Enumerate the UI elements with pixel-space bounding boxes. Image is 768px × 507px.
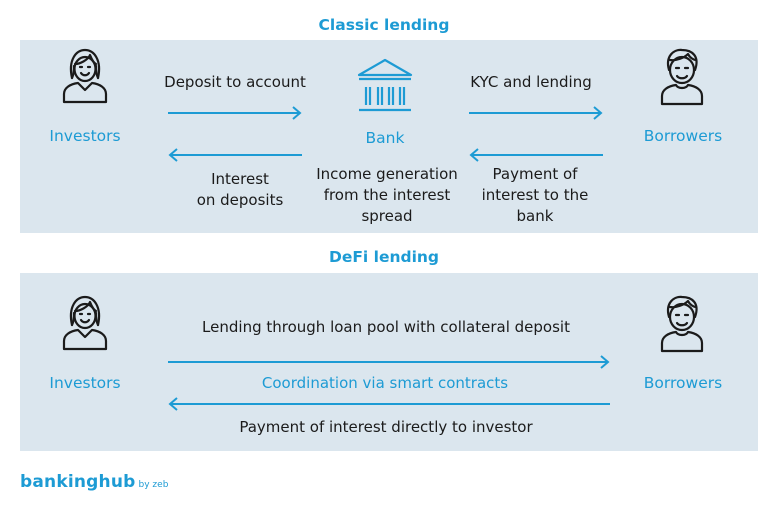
payment-interest-bank-line-2: interest to the [481, 186, 589, 204]
payment-directly-investor-label: Payment of interest directly to investor [239, 418, 533, 436]
kyc-and-lending-label: KYC and lending [470, 73, 592, 91]
classic-lending-panel: Investors Bank Borrowers Deposi [20, 40, 758, 233]
bank-icon [356, 57, 414, 113]
income-generation-line-2: from the interest [323, 186, 451, 204]
income-generation-label: Income generation from the interest spre… [302, 164, 472, 227]
investor-icon [58, 46, 112, 104]
lending-pool-arrow-icon [168, 355, 610, 369]
defi-borrowers-label: Borrowers [643, 374, 723, 392]
brand-name: bankinghub [20, 472, 136, 492]
defi-borrower-icon [654, 293, 710, 353]
payment-interest-bank-label: Payment of interest to the bank [460, 164, 610, 227]
payment-interest-bank-line-3: bank [516, 207, 554, 225]
lending-loan-pool-label: Lending through loan pool with collatera… [202, 318, 570, 336]
defi-lending-panel: Investors Borrowers Lending through loan… [20, 273, 758, 451]
interest-on-deposits-label: Interest on deposits [160, 169, 320, 211]
payment-direct-arrow-icon [168, 397, 610, 411]
defi-lending-title: DeFi lending [328, 248, 440, 266]
interest-on-deposits-line-2: on deposits [196, 191, 284, 209]
interest-on-deposits-line-1: Interest [211, 170, 269, 188]
income-generation-line-3: spread [361, 207, 413, 225]
classic-borrowers-label: Borrowers [643, 127, 723, 145]
kyc-lending-arrow-icon [469, 106, 603, 120]
interest-deposits-arrow-icon [168, 148, 302, 162]
borrower-icon [654, 46, 710, 106]
brand-by-zeb: by zeb [138, 480, 169, 490]
defi-investors-label: Investors [49, 374, 121, 392]
income-generation-line-1: Income generation [316, 165, 458, 183]
classic-investors-label: Investors [49, 127, 121, 145]
defi-investor-icon [58, 293, 112, 351]
smart-contracts-label: Coordination via smart contracts [261, 374, 509, 392]
payment-bank-arrow-icon [469, 148, 603, 162]
deposit-to-account-label: Deposit to account [164, 73, 306, 91]
deposit-arrow-icon [168, 106, 302, 120]
payment-interest-bank-line-1: Payment of [492, 165, 578, 183]
classic-lending-title: Classic lending [318, 16, 450, 34]
bank-label: Bank [365, 129, 405, 147]
